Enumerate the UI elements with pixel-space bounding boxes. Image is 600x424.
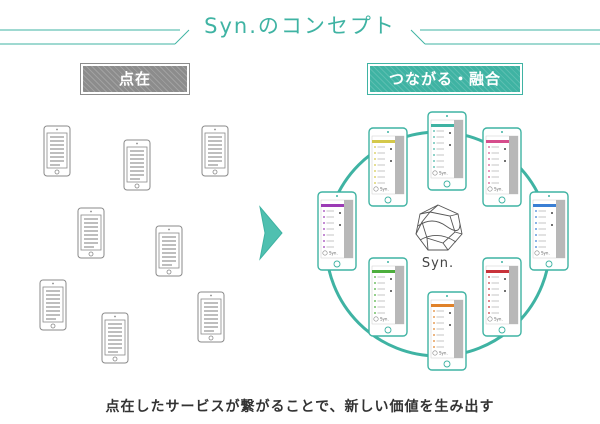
header: Syn.のコンセプト [0, 0, 600, 60]
smartphone-icon: Syn. [529, 191, 569, 271]
smartphone-icon: Syn. [368, 257, 408, 337]
smartphone-icon: Syn. [427, 291, 467, 371]
smartphone-icon [155, 225, 183, 277]
smartphone-icon [43, 125, 71, 177]
arrow-right-icon [259, 205, 283, 261]
caption: 点在したサービスが繋がることで、新しい価値を生み出す [105, 399, 495, 415]
smartphone-icon: Syn. [368, 127, 408, 207]
connected-label: つながる・融合 [367, 63, 523, 95]
page-title: Syn.のコンセプト [204, 14, 396, 38]
svg-text:Syn.: Syn. [329, 251, 338, 256]
svg-text:Syn.: Syn. [380, 187, 389, 192]
svg-text:Syn.: Syn. [439, 171, 448, 176]
syn-logo-icon [415, 204, 463, 251]
smartphone-icon: Syn. [427, 111, 467, 191]
connected-phones: Syn. Syn. Syn. Syn. Syn. Syn. Syn. Syn. [317, 111, 569, 371]
scattered-label: 点在 [80, 63, 190, 95]
smartphone-icon [123, 139, 151, 191]
title-decoration [0, 29, 600, 45]
scattered-phones [39, 125, 229, 364]
smartphone-icon: Syn. [482, 127, 522, 207]
svg-text:Syn.: Syn. [439, 351, 448, 356]
svg-text:Syn.: Syn. [380, 317, 389, 322]
smartphone-icon: Syn. [317, 191, 357, 271]
svg-text:Syn.: Syn. [494, 187, 503, 192]
smartphone-icon [101, 312, 129, 364]
smartphone-icon [201, 125, 229, 177]
smartphone-icon [39, 279, 67, 331]
smartphone-icon: Syn. [482, 257, 522, 337]
svg-text:Syn.: Syn. [541, 251, 550, 256]
svg-text:Syn.: Syn. [494, 317, 503, 322]
smartphone-icon [77, 207, 105, 259]
center-brand-name: Syn. [421, 256, 455, 271]
smartphone-icon [197, 291, 225, 343]
